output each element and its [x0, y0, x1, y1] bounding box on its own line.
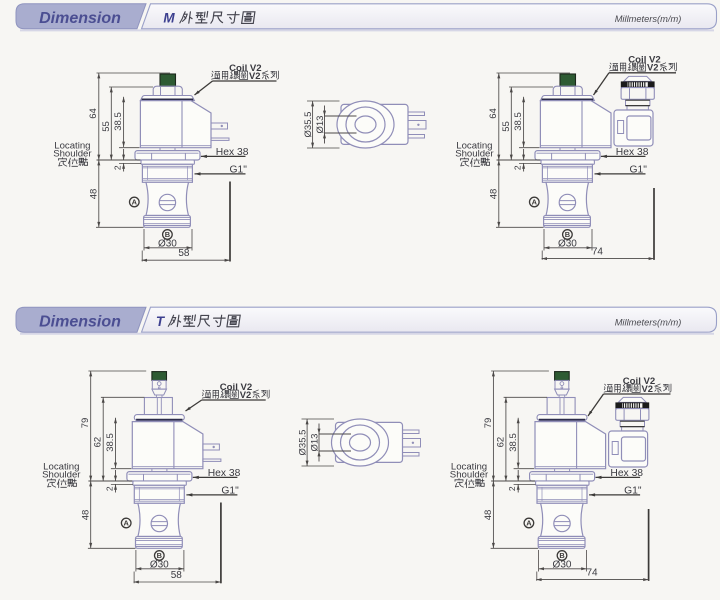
svg-text:Dimension: Dimension: [39, 10, 121, 27]
svg-text:55: 55: [101, 121, 112, 132]
svg-text:Ø30: Ø30: [553, 560, 572, 571]
svg-text:A: A: [532, 198, 538, 207]
svg-text:Millmeters(m/m): Millmeters(m/m): [615, 14, 682, 24]
svg-text:48: 48: [80, 510, 91, 521]
svg-text:B: B: [565, 230, 570, 239]
svg-text:Ø30: Ø30: [150, 560, 169, 571]
svg-text:Locating: Locating: [451, 462, 487, 473]
svg-text:Locating: Locating: [456, 141, 492, 152]
svg-text:74: 74: [586, 567, 598, 578]
svg-text:T: T: [156, 314, 166, 329]
svg-text:Ø35.5: Ø35.5: [303, 112, 314, 138]
svg-text:Ø13: Ø13: [315, 116, 326, 134]
svg-text:Coil V2: Coil V2: [220, 382, 253, 393]
svg-text:38.5: 38.5: [105, 433, 116, 452]
svg-text:2: 2: [513, 165, 523, 170]
svg-text:38.5: 38.5: [113, 112, 124, 131]
svg-text:Hex 38: Hex 38: [216, 147, 249, 158]
svg-text:Ø13: Ø13: [310, 434, 321, 452]
svg-text:2: 2: [507, 486, 517, 491]
svg-text:G1": G1": [624, 485, 642, 496]
svg-text:Dimension: Dimension: [39, 314, 121, 331]
svg-text:79: 79: [483, 418, 494, 429]
svg-text:79: 79: [80, 418, 91, 429]
svg-text:M: M: [163, 10, 175, 25]
svg-text:2: 2: [105, 486, 115, 491]
svg-text:38.5: 38.5: [513, 112, 524, 131]
svg-text:48: 48: [88, 189, 99, 200]
svg-text:Millmeters(m/m): Millmeters(m/m): [615, 318, 682, 328]
svg-text:Hex 38: Hex 38: [610, 468, 643, 479]
svg-text:V2: V2: [249, 70, 260, 81]
svg-text:64: 64: [488, 108, 499, 119]
svg-text:55: 55: [501, 121, 512, 132]
svg-text:Hex 38: Hex 38: [616, 147, 649, 158]
svg-text:2: 2: [113, 165, 123, 170]
svg-text:A: A: [124, 519, 130, 528]
svg-text:G1": G1": [630, 164, 648, 175]
svg-text:62: 62: [93, 437, 104, 448]
svg-text:V2: V2: [240, 389, 251, 400]
svg-text:A: A: [526, 519, 532, 528]
svg-text:Coil V2: Coil V2: [623, 376, 656, 387]
svg-text:V2: V2: [647, 62, 658, 73]
svg-text:74: 74: [592, 246, 604, 257]
svg-text:B: B: [157, 551, 162, 560]
svg-text:Shoulder: Shoulder: [42, 469, 81, 480]
svg-text:Coil V2: Coil V2: [229, 63, 262, 74]
svg-text:V2: V2: [642, 383, 653, 394]
svg-text:Ø35.5: Ø35.5: [298, 430, 309, 456]
svg-text:Ø30: Ø30: [158, 239, 177, 250]
svg-text:58: 58: [178, 248, 190, 259]
svg-text:G1": G1": [221, 485, 239, 496]
svg-text:64: 64: [88, 108, 99, 119]
svg-text:Locating: Locating: [54, 141, 90, 152]
svg-text:Locating: Locating: [43, 462, 79, 473]
svg-text:38.5: 38.5: [508, 433, 519, 452]
svg-text:Coil V2: Coil V2: [628, 55, 661, 66]
svg-text:48: 48: [488, 189, 499, 200]
svg-text:62: 62: [495, 437, 506, 448]
svg-text:G1": G1": [230, 164, 248, 175]
svg-text:48: 48: [483, 510, 494, 521]
svg-text:A: A: [132, 198, 138, 207]
svg-text:58: 58: [171, 570, 183, 581]
svg-text:Shoulder: Shoulder: [455, 148, 494, 159]
svg-text:Ø30: Ø30: [558, 239, 577, 250]
svg-text:B: B: [559, 551, 564, 560]
svg-text:Shoulder: Shoulder: [450, 469, 489, 480]
svg-text:B: B: [165, 230, 170, 239]
svg-text:Hex 38: Hex 38: [208, 468, 241, 479]
svg-text:Shoulder: Shoulder: [53, 148, 92, 159]
